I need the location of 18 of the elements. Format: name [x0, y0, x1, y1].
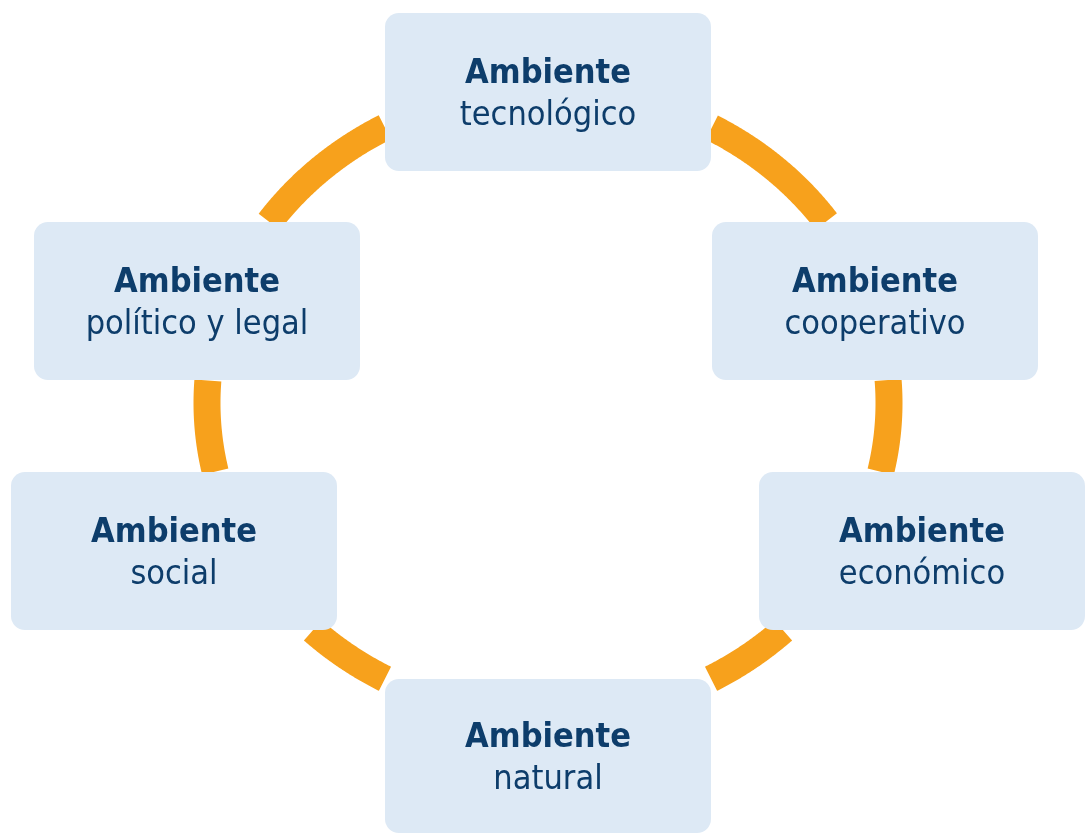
box-heading: Ambiente — [465, 714, 631, 756]
box-heading: Ambiente — [792, 259, 958, 301]
rounded-box — [11, 472, 337, 630]
box-label: cooperativo — [784, 301, 966, 343]
rounded-box — [385, 13, 711, 171]
rounded-box — [712, 222, 1038, 380]
box-heading: Ambiente — [91, 509, 257, 551]
box-heading: Ambiente — [114, 259, 280, 301]
box-label: social — [130, 551, 218, 593]
box-heading: Ambiente — [839, 509, 1005, 551]
box-label: natural — [493, 756, 603, 798]
box-label: tecnológico — [459, 92, 637, 134]
rounded-box — [385, 679, 711, 833]
box-label: político y legal — [85, 301, 309, 343]
box-heading: Ambiente — [465, 50, 631, 92]
rounded-box — [759, 472, 1085, 630]
box-label: económico — [838, 551, 1006, 593]
rounded-box — [34, 222, 360, 380]
